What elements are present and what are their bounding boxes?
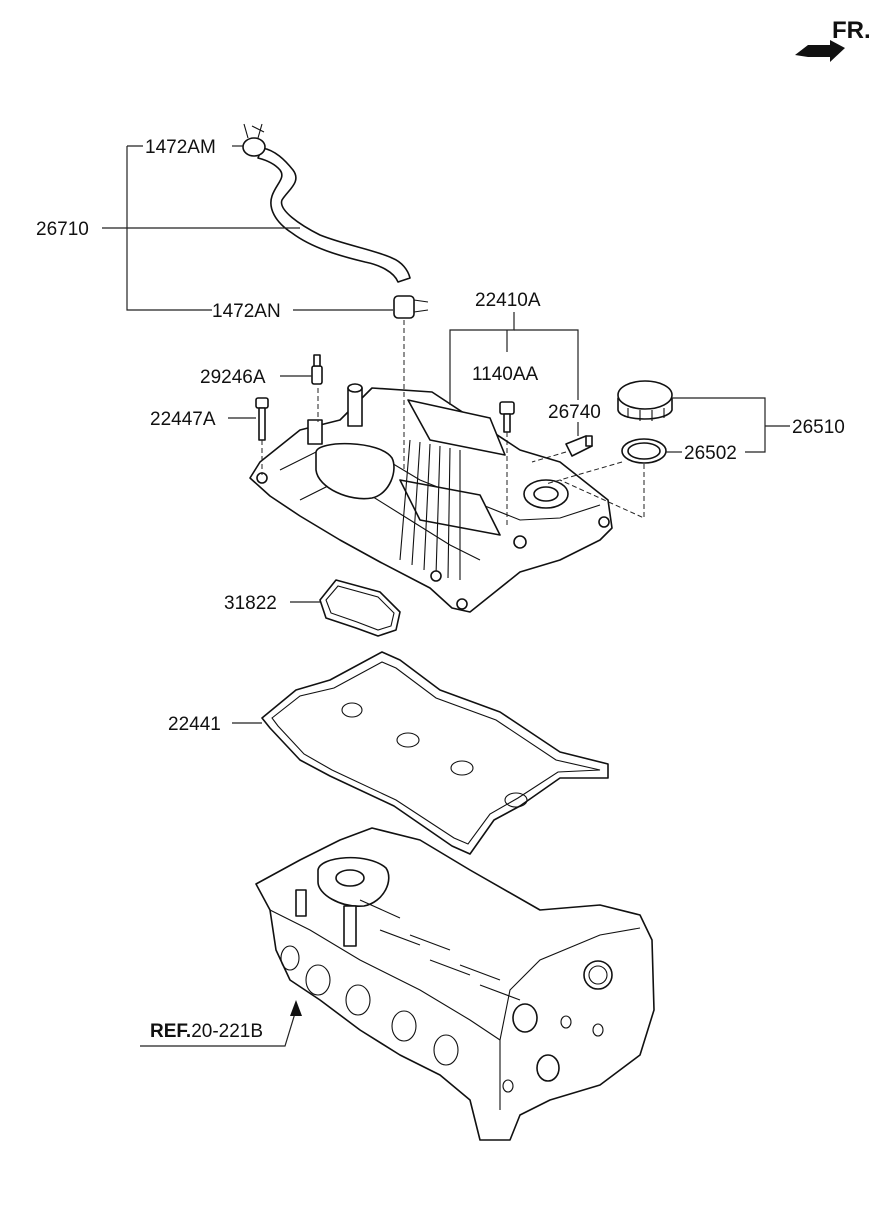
callout-26502: 26502 xyxy=(684,443,737,464)
callout-26710: 26710 xyxy=(36,219,89,240)
reference-label[interactable]: REF.20-221B xyxy=(150,1021,263,1042)
front-label: FR. xyxy=(832,17,871,44)
hose-icon[interactable] xyxy=(257,147,411,283)
assembly-guide-lines xyxy=(261,320,645,525)
gasket-icon[interactable] xyxy=(319,579,401,637)
bolt-icon[interactable] xyxy=(499,401,515,433)
gasket-icon[interactable] xyxy=(261,651,609,855)
callout-1140AA: 1140AA xyxy=(472,364,539,385)
front-direction-arrow-icon xyxy=(795,40,845,62)
cylinder-head-icon xyxy=(255,827,655,1141)
callout-1472AN: 1472AN xyxy=(212,301,281,322)
callout-29246A: 29246A xyxy=(200,367,266,388)
cap-icon[interactable] xyxy=(617,380,673,421)
callout-22447A: 22447A xyxy=(150,409,216,430)
valve-icon[interactable] xyxy=(311,354,323,385)
callout-1472AM: 1472AM xyxy=(145,137,216,158)
callout-22410A: 22410A xyxy=(475,290,541,311)
ring-icon[interactable] xyxy=(621,438,667,464)
callout-31822: 31822 xyxy=(224,593,277,614)
bolt-icon[interactable] xyxy=(255,397,269,441)
reference-prefix: REF. xyxy=(150,1021,191,1042)
clamp-icon[interactable] xyxy=(393,295,429,319)
sensor-icon[interactable] xyxy=(565,435,593,457)
rocker-cover-icon[interactable] xyxy=(249,383,613,613)
clamp-icon[interactable] xyxy=(242,123,266,157)
callout-26510: 26510 xyxy=(792,417,845,438)
callout-22441: 22441 xyxy=(168,714,221,735)
reference-code: 20-221B xyxy=(191,1021,263,1042)
callout-26740: 26740 xyxy=(548,402,601,423)
leader-lines xyxy=(102,145,790,1047)
